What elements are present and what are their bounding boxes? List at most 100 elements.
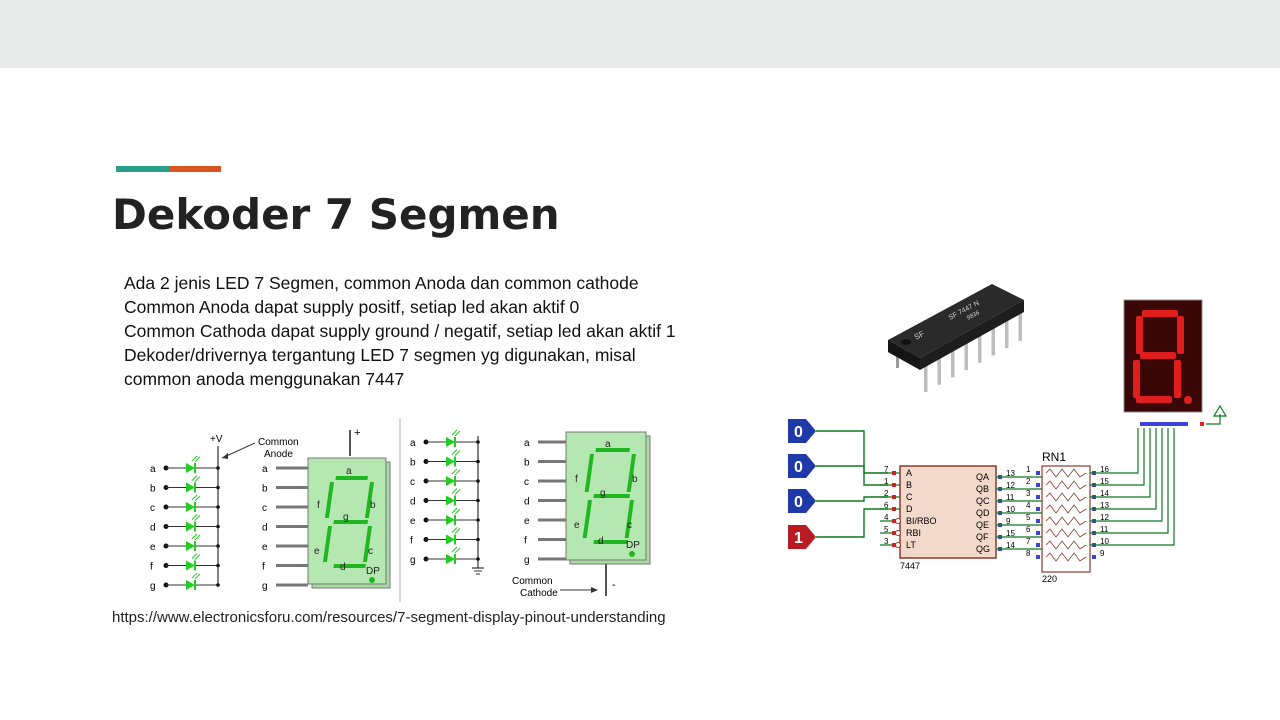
rn-pin-number: 7	[1026, 537, 1031, 546]
chip-leg	[1005, 318, 1009, 349]
pin-number: 2	[884, 489, 889, 498]
led-diode-icon	[186, 580, 195, 590]
pin-marker	[892, 531, 896, 535]
segment-label: d	[340, 562, 346, 573]
rn1-name: RN1	[1042, 450, 1066, 464]
pin-name: BI/RBO	[906, 516, 937, 526]
logic-input-0	[788, 454, 816, 478]
red-segment	[1140, 352, 1176, 359]
led-diode-icon	[186, 482, 195, 493]
display-pin-label: b	[524, 458, 530, 469]
display-pin-label: g	[262, 581, 268, 592]
display-pin-label: a	[524, 438, 530, 449]
chip-leg	[937, 354, 941, 385]
pin-label: g	[410, 555, 416, 566]
dp-dot	[369, 577, 375, 583]
inverter-bubble	[895, 542, 901, 548]
chip-leg	[991, 325, 995, 356]
body-line: Common Cathoda dapat supply ground / neg…	[124, 321, 676, 341]
red-dp	[1184, 396, 1192, 404]
segment	[324, 482, 334, 518]
pin-marker	[892, 483, 896, 487]
segment-label: f	[317, 500, 320, 511]
decoder-name: 7447	[900, 561, 920, 571]
pin-marker	[1092, 555, 1096, 559]
segment	[584, 454, 595, 492]
logic-input-value: 1	[794, 530, 803, 547]
pin-label: b	[410, 458, 416, 469]
pin-number: 3	[884, 537, 889, 546]
led-diode-icon	[446, 437, 455, 447]
pin-label: a	[410, 438, 416, 449]
pin-number: 4	[884, 513, 889, 522]
rn-pin-number: 15	[1100, 477, 1109, 486]
display-pin-label: f	[262, 562, 265, 573]
led-diode-icon	[446, 495, 455, 506]
logic-input-value: 0	[794, 494, 803, 511]
pin-name: QA	[976, 472, 989, 482]
resistor-zigzag	[1045, 492, 1087, 502]
rn-pin-number: 5	[1026, 513, 1031, 522]
pin-number: 11	[1006, 493, 1015, 502]
logic-input-1	[788, 525, 816, 549]
chip-leg	[1018, 310, 1022, 341]
pin-label: b	[150, 484, 156, 495]
pin-number: 10	[1006, 505, 1015, 514]
segment	[322, 526, 332, 562]
pin-label: c	[410, 477, 415, 488]
pin-label: e	[410, 516, 416, 527]
minus-label: -	[612, 579, 616, 591]
dp-dot	[629, 551, 635, 557]
pin-marker	[892, 507, 896, 511]
led-diode-icon	[186, 463, 195, 473]
red-segment	[1177, 316, 1184, 354]
pin-name: C	[906, 492, 913, 502]
pin-label: f	[410, 536, 413, 547]
pin-marker	[892, 519, 896, 523]
rn-pin-number: 2	[1026, 477, 1031, 486]
segment	[362, 526, 372, 562]
pin-marker	[1036, 483, 1040, 487]
segment	[624, 500, 634, 538]
led-diode-icon	[446, 476, 455, 486]
segment	[582, 500, 592, 538]
body-line: Dekoder/drivernya tergantung LED 7 segme…	[124, 345, 636, 365]
pin-name: QC	[976, 496, 990, 506]
segment	[333, 520, 368, 524]
pin-marker	[1036, 531, 1040, 535]
pin-label: f	[150, 562, 153, 573]
pin-label: d	[410, 497, 416, 508]
display-pin-label: a	[262, 464, 268, 475]
rn1-value: 220	[1042, 574, 1057, 584]
segment-label: e	[314, 546, 320, 557]
segment-label: DP	[366, 566, 380, 577]
rn-pin-number: 6	[1026, 525, 1031, 534]
pin-label: g	[150, 581, 156, 592]
pin-name: QG	[976, 544, 990, 554]
pin-name: A	[906, 468, 912, 478]
logic-input-value: 0	[794, 424, 803, 441]
rn-pin-number: 3	[1026, 489, 1031, 498]
rn-pin-number: 11	[1100, 525, 1109, 534]
pin-name: QF	[976, 532, 989, 542]
pin-label: c	[150, 503, 155, 514]
led-diode-icon	[446, 456, 455, 467]
slide	[0, 68, 1280, 720]
resistor-zigzag	[1045, 552, 1087, 562]
pin-marker	[892, 495, 896, 499]
segment	[595, 448, 630, 452]
pin-marker	[892, 471, 896, 475]
pin-name: RBI	[906, 528, 921, 538]
pin-marker	[1036, 495, 1040, 499]
resistor-zigzag	[1045, 528, 1087, 538]
rn-pin-number: 14	[1100, 489, 1109, 498]
chip-code: 9836	[966, 310, 981, 322]
segment-label: b	[632, 474, 638, 485]
pin-name: QB	[976, 484, 989, 494]
red-segment	[1133, 360, 1140, 398]
